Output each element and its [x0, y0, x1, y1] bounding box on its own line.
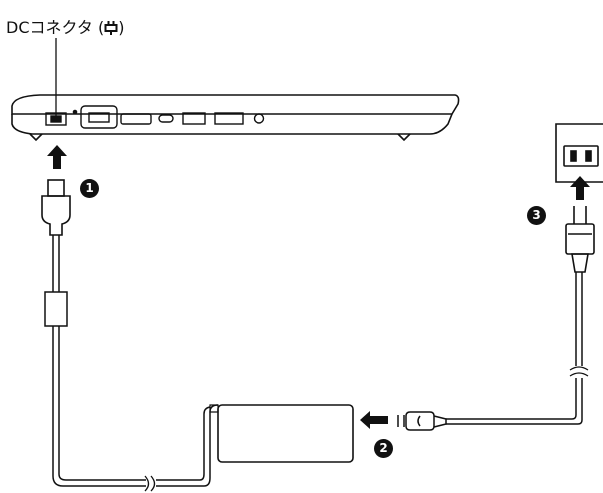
dc-power-icon: [104, 21, 118, 35]
usb-port-1: [182, 112, 206, 125]
dc-port: [45, 112, 67, 126]
outlet-socket: [563, 145, 599, 167]
laptop-side-view: [11, 94, 460, 142]
wall-plug: [565, 206, 595, 273]
arrow-up-dc: [47, 145, 67, 169]
laptop-lid: [11, 94, 460, 115]
dc-connector-close: ): [118, 18, 125, 37]
plug-body: [565, 223, 595, 255]
outlet-slot-right: [585, 150, 592, 162]
ac-cord-plug: [397, 411, 447, 431]
laptop-foot-left: [29, 133, 43, 142]
wall-outlet: [555, 123, 603, 183]
dc-connector-label: DCコネクタ (: [6, 18, 105, 37]
ac-cord: [446, 272, 583, 425]
lan-port: [88, 112, 110, 123]
outlet-slot-left: [570, 150, 577, 162]
dc-plug-body: [41, 195, 71, 236]
cable-break-bottom: [144, 475, 156, 492]
laptop-foot-right: [397, 133, 411, 142]
dc-plug: [41, 179, 71, 236]
ac-adapter: [217, 404, 354, 463]
usb-port-2: [214, 112, 244, 125]
usb-c-port: [158, 114, 174, 123]
dc-cable: [44, 235, 219, 487]
cloverleaf-plug: [405, 411, 435, 431]
laptop-base: [11, 113, 453, 135]
audio-jack: [253, 113, 265, 124]
plug-strain: [571, 253, 589, 273]
outlet-plate: [555, 123, 603, 183]
indicator-led: [72, 109, 78, 115]
step-badge-2: 2: [374, 439, 393, 458]
ac-adapter-strain-relief: [209, 404, 219, 413]
dc-connector-caption: DCコネクタ ( ): [6, 14, 124, 38]
arrow-left-adapter: [360, 411, 388, 429]
cable-break-right: [569, 366, 589, 377]
step-badge-1: 1: [80, 179, 99, 198]
lan-port-cover: [80, 105, 118, 129]
dc-plug-tip: [47, 179, 65, 197]
ferrite-core: [44, 291, 68, 327]
step-badge-3: 3: [527, 206, 546, 225]
hdmi-port: [120, 113, 152, 125]
dc-port-inner: [50, 115, 62, 123]
laptop-ports: [45, 105, 265, 129]
arrow-up-outlet: [570, 176, 590, 200]
